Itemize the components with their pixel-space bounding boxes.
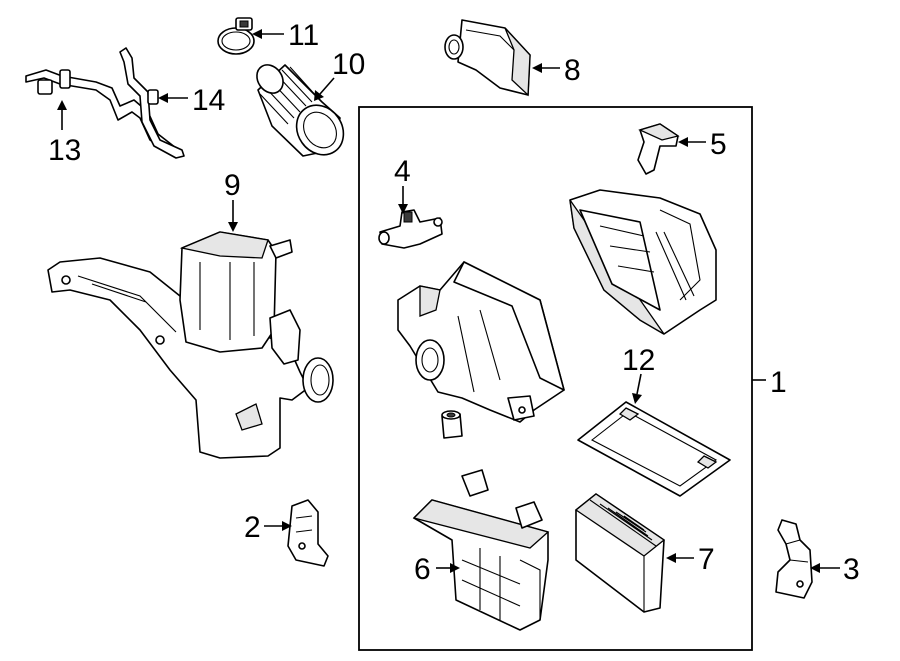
callout-11: 11 (288, 19, 319, 52)
grommet[interactable] (441, 410, 463, 439)
part-11-clamp[interactable] (217, 17, 255, 55)
callout-4: 4 (394, 155, 411, 188)
part-12-filter-cover[interactable] (577, 401, 731, 497)
assembly-frame (358, 106, 753, 651)
part-2-bracket[interactable] (287, 499, 329, 567)
leader-lines (57, 29, 840, 573)
callout-3: 3 (843, 553, 860, 586)
callout-5: 5 (710, 128, 727, 161)
part-9-air-duct[interactable] (47, 231, 334, 459)
air-cleaner-lower-housing[interactable] (397, 261, 565, 423)
part-6-duct-support[interactable] (412, 469, 550, 631)
callout-12: 12 (622, 344, 655, 377)
part-5-maf-sensor[interactable] (637, 123, 680, 175)
part-7-air-filter[interactable] (574, 493, 666, 613)
callout-9: 9 (224, 169, 241, 202)
callout-1: 1 (770, 366, 787, 399)
part-3-bracket[interactable] (775, 519, 813, 599)
callout-7: 7 (698, 543, 715, 576)
part-13-14-hoses[interactable] (25, 47, 185, 159)
callout-8: 8 (564, 54, 581, 87)
air-cleaner-upper-housing[interactable] (569, 189, 717, 335)
part-4-sensor[interactable] (378, 209, 443, 249)
callout-6: 6 (414, 553, 431, 586)
callout-14: 14 (192, 84, 225, 117)
callout-2: 2 (244, 511, 261, 544)
callout-13: 13 (48, 134, 81, 167)
part-10-intake-hose[interactable] (252, 60, 353, 164)
part-8-resonator[interactable] (444, 19, 531, 97)
callout-10: 10 (332, 48, 365, 81)
